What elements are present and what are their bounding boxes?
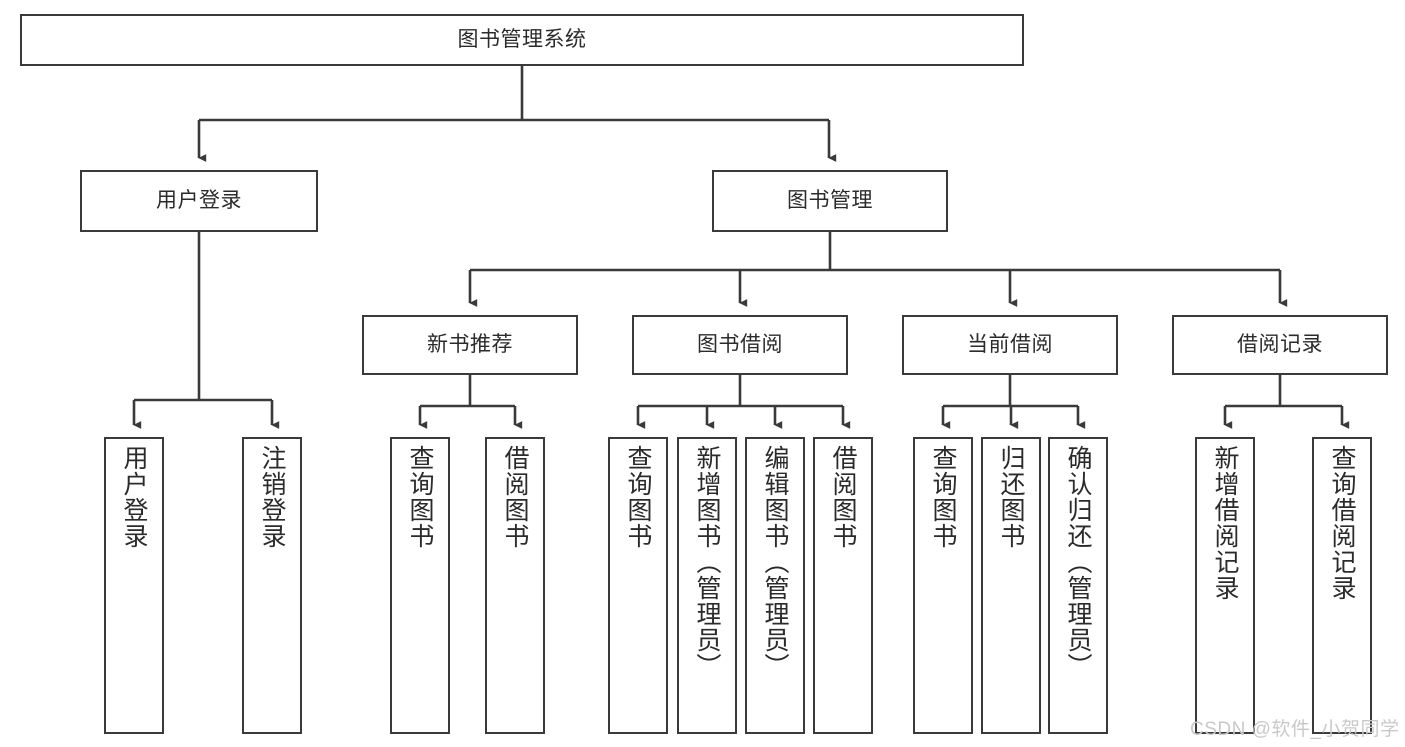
node-leaf-edit-book-admin[interactable]: 编辑图书（管理员） (745, 437, 805, 734)
node-label: 归还图书 (997, 445, 1025, 549)
node-leaf-confirm-return-admin[interactable]: 确认归还（管理员） (1048, 437, 1108, 734)
node-leaf-query-book-current[interactable]: 查询图书 (913, 437, 973, 734)
node-label: 查询借阅记录 (1328, 445, 1356, 601)
node-label: 图书管理 (787, 188, 873, 212)
node-label: 借阅记录 (1237, 332, 1323, 356)
node-label: 借阅图书 (501, 445, 529, 549)
node-label: 新书推荐 (427, 332, 513, 356)
node-root[interactable]: 图书管理系统 (20, 14, 1024, 66)
node-leaf-logout[interactable]: 注销登录 (242, 437, 302, 734)
node-leaf-borrow-book-recommend[interactable]: 借阅图书 (485, 437, 545, 734)
node-label: 查询图书 (624, 445, 652, 549)
node-label: 确认归还（管理员） (1064, 445, 1092, 679)
watermark: CSDN @软件_小贺同学 (1190, 719, 1400, 740)
node-label: 查询图书 (929, 445, 957, 549)
node-label: 查询图书 (406, 445, 434, 549)
node-label: 图书管理系统 (457, 27, 587, 51)
node-leaf-user-login[interactable]: 用户登录 (104, 437, 164, 734)
node-leaf-return-book[interactable]: 归还图书 (981, 437, 1041, 734)
node-leaf-borrow-book[interactable]: 借阅图书 (813, 437, 873, 734)
node-label: 新增图书（管理员） (693, 445, 721, 679)
node-level2-user-login[interactable]: 用户登录 (80, 170, 318, 232)
node-label: 用户登录 (156, 188, 242, 212)
node-level3-book-borrow[interactable]: 图书借阅 (632, 315, 848, 375)
node-leaf-query-book-recommend[interactable]: 查询图书 (390, 437, 450, 734)
node-label: 当前借阅 (967, 332, 1053, 356)
node-label: 编辑图书（管理员） (761, 445, 789, 679)
node-label: 借阅图书 (829, 445, 857, 549)
node-leaf-add-book-admin[interactable]: 新增图书（管理员） (677, 437, 737, 734)
node-level3-new-book-recommend[interactable]: 新书推荐 (362, 315, 578, 375)
node-leaf-add-borrow-record[interactable]: 新增借阅记录 (1195, 437, 1255, 734)
node-label: 新增借阅记录 (1211, 445, 1239, 601)
node-label: 图书借阅 (697, 332, 783, 356)
node-label: 注销登录 (258, 445, 286, 549)
node-label: 用户登录 (120, 445, 148, 549)
node-leaf-query-borrow-record[interactable]: 查询借阅记录 (1312, 437, 1372, 734)
node-leaf-query-book-borrow[interactable]: 查询图书 (608, 437, 668, 734)
node-level3-borrow-record[interactable]: 借阅记录 (1172, 315, 1388, 375)
node-level2-book-management[interactable]: 图书管理 (712, 170, 948, 232)
node-level3-current-borrow[interactable]: 当前借阅 (902, 315, 1118, 375)
